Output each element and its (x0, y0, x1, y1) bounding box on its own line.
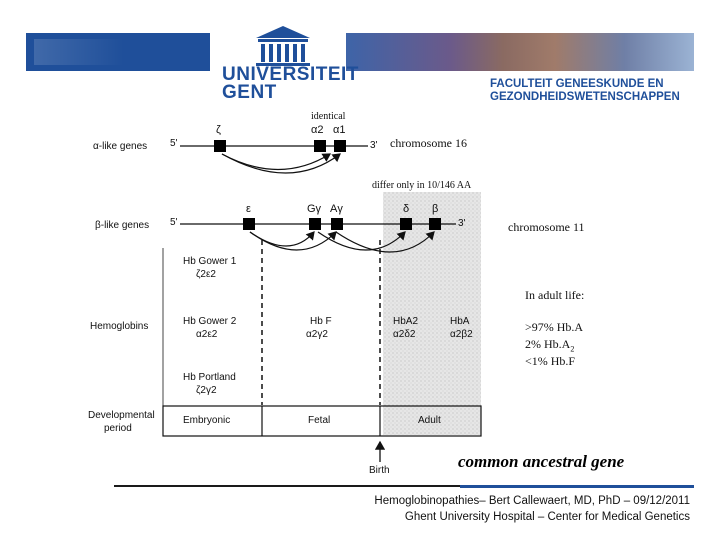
label-beta: β (432, 203, 439, 215)
adult-life-line3: <1% Hb.F (525, 354, 576, 368)
university-name: UNIVERSITEIT GENT (222, 64, 359, 103)
adult-life-line2-text: 2% Hb.A (525, 337, 571, 351)
faculty-name: FACULTEIT GENEESKUNDE EN GEZONDHEIDSWETE… (490, 78, 680, 104)
globin-gene-diagram (162, 140, 482, 462)
adult-life-title: In adult life: (525, 288, 585, 302)
gene-epsilon (243, 218, 255, 230)
chromosome11-annotation: chromosome 11 (508, 220, 585, 234)
adult-life-line2: 2% Hb.A2 (525, 337, 574, 353)
period-embryonic: Embryonic (183, 415, 231, 426)
hb-f-chains: α2γ2 (306, 329, 328, 340)
period-fetal: Fetal (308, 415, 331, 426)
birth-label: Birth (369, 465, 390, 476)
gene-beta (429, 218, 441, 230)
adult-life-line2-sub: 2 (570, 344, 575, 354)
header-banner-left (26, 33, 210, 71)
gene-zeta (214, 140, 226, 152)
label-zeta: ζ (216, 124, 221, 136)
label-delta: δ (403, 203, 410, 215)
hb-portland-label: Hb Portland (183, 372, 236, 383)
hb-gower1-label: Hb Gower 1 (183, 256, 237, 267)
university-line2: GENT (222, 82, 277, 103)
hb-a2-label: HbA2 (393, 316, 419, 327)
hb-a2-chains: α2δ2 (393, 329, 416, 340)
period-adult: Adult (418, 415, 441, 426)
label-alpha1: α1 (333, 124, 346, 136)
gene-delta (400, 218, 412, 230)
label-epsilon: ε (246, 203, 251, 215)
developmental-period-label-1: Developmental (88, 410, 155, 421)
hb-portland-chains: ζ2γ2 (196, 385, 217, 396)
label-alpha2: α2 (311, 124, 324, 136)
hb-gower2-chains: α2ε2 (196, 329, 218, 340)
faculty-line2: GEZONDHEIDSWETENSCHAPPEN (490, 91, 680, 103)
alpha-five-prime: 5' (170, 138, 178, 149)
identical-annotation: identical (311, 111, 346, 122)
beta-like-genes-label: β-like genes (95, 220, 150, 231)
university-logo-icon (256, 26, 310, 66)
developmental-period-label-2: period (104, 423, 132, 434)
university-line1: UNIVERSITEIT (222, 64, 359, 85)
footer-line2: Ghent University Hospital – Center for M… (404, 511, 690, 523)
alpha-switch-arrow-2 (221, 153, 341, 174)
beta-three-prime: 3' (458, 218, 466, 229)
hb-a-chains: α2β2 (450, 329, 473, 340)
header-banner-photos (346, 33, 694, 71)
beta-switch-arrow-3 (317, 231, 406, 251)
beta-five-prime: 5' (170, 217, 178, 228)
gene-g-gamma (309, 218, 321, 230)
hb-f-label: Hb F (310, 316, 332, 327)
hb-gower1-chains: ζ2ε2 (196, 269, 216, 280)
label-g-gamma: Gγ (307, 203, 322, 215)
alpha-like-genes-label: α-like genes (93, 141, 148, 152)
hb-a-label: HbA (450, 316, 470, 327)
gene-alpha1 (334, 140, 346, 152)
developmental-period-frame (162, 405, 482, 437)
gene-alpha2 (314, 140, 326, 152)
differ-annotation: differ only in 10/146 AA (372, 180, 472, 191)
label-a-gamma: Aγ (330, 203, 343, 215)
hb-gower2-label: Hb Gower 2 (183, 316, 237, 327)
footer-divider (114, 485, 694, 487)
chromosome16-annotation: chromosome 16 (390, 136, 467, 150)
faculty-line1: FACULTEIT GENEESKUNDE EN (490, 78, 664, 90)
gene-a-gamma (331, 218, 343, 230)
adult-life-line1: >97% Hb.A (525, 320, 584, 334)
beta-switch-arrow-4 (335, 231, 435, 253)
common-ancestral-gene: common ancestral gene (458, 452, 625, 471)
footer-line1: Hemoglobinopathies– Bert Callewaert, MD,… (374, 495, 690, 507)
footer-divider-accent (460, 485, 694, 488)
alpha-three-prime: 3' (370, 140, 378, 151)
hemoglobins-label: Hemoglobins (90, 321, 149, 332)
